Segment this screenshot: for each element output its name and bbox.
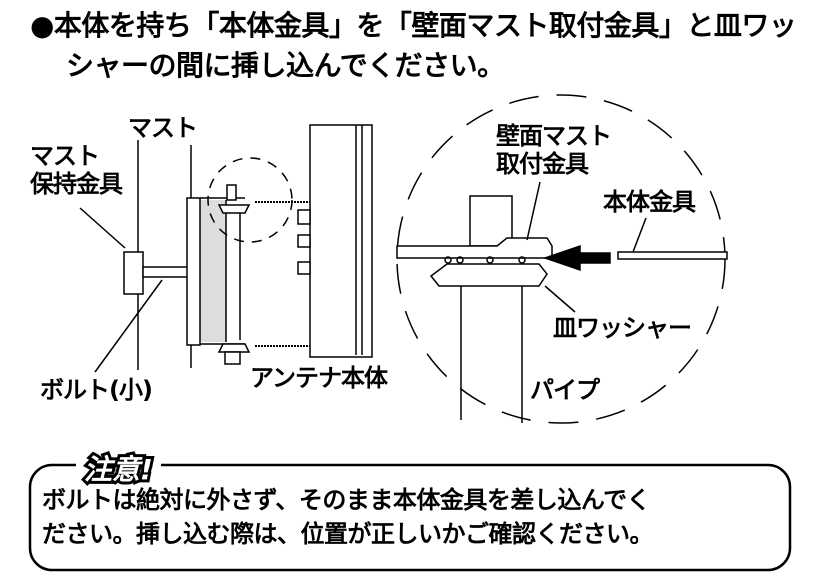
caution-line-2: ださい。挿し込む際は、位置が正しいかご確認ください。 [42, 520, 654, 548]
bolt-arm [142, 266, 189, 278]
caution-line-1: ボルトは絶対に外さず、そのまま本体金具を差し込んでく [42, 486, 651, 514]
caution-box [28, 463, 792, 572]
caution-heading: 注意! [76, 448, 161, 489]
label-dish-washer: 皿ワッシャー [553, 314, 692, 342]
leader-mast-holder [79, 207, 126, 249]
instruction-line-1: ●本体を持ち「本体金具」を「壁面マスト取付金具」と皿ワッ [30, 9, 797, 42]
left-diagram [79, 124, 373, 373]
label-antenna-body: アンテナ本体 [250, 364, 388, 392]
label-mast: マスト [128, 114, 198, 142]
label-wall-bracket-1: 壁面マスト [496, 122, 612, 150]
pipe-top-block [469, 195, 513, 247]
label-bolt-small: ボルト(小) [40, 376, 153, 404]
dish-washer [429, 263, 548, 287]
pipe-top [226, 184, 237, 201]
detail-callout-circle [207, 157, 293, 243]
label-pipe: パイプ [530, 376, 600, 404]
bracket-plate [186, 197, 201, 346]
instruction-line-2: シャーの間に挿し込んでください。 [66, 49, 505, 82]
leader-wall-bracket [526, 181, 541, 241]
detail-diagram [396, 94, 728, 424]
wall-mast-bracket [396, 237, 553, 259]
label-wall-bracket-2: 取付金具 [496, 150, 589, 178]
label-body-bracket: 本体金具 [603, 188, 696, 216]
washer-bottom [217, 343, 251, 353]
body-bracket [617, 251, 728, 260]
label-mast-holder-1: マスト [30, 142, 100, 170]
leader-washer [544, 285, 576, 313]
gray-plate [200, 200, 226, 342]
mast-holder-bracket [123, 251, 144, 295]
washer-top [217, 204, 251, 214]
label-mast-holder-2: 保持金具 [30, 170, 123, 198]
insert-arrow [542, 244, 611, 272]
leader-body-bracket [632, 217, 647, 253]
leader-bolt [94, 279, 163, 373]
